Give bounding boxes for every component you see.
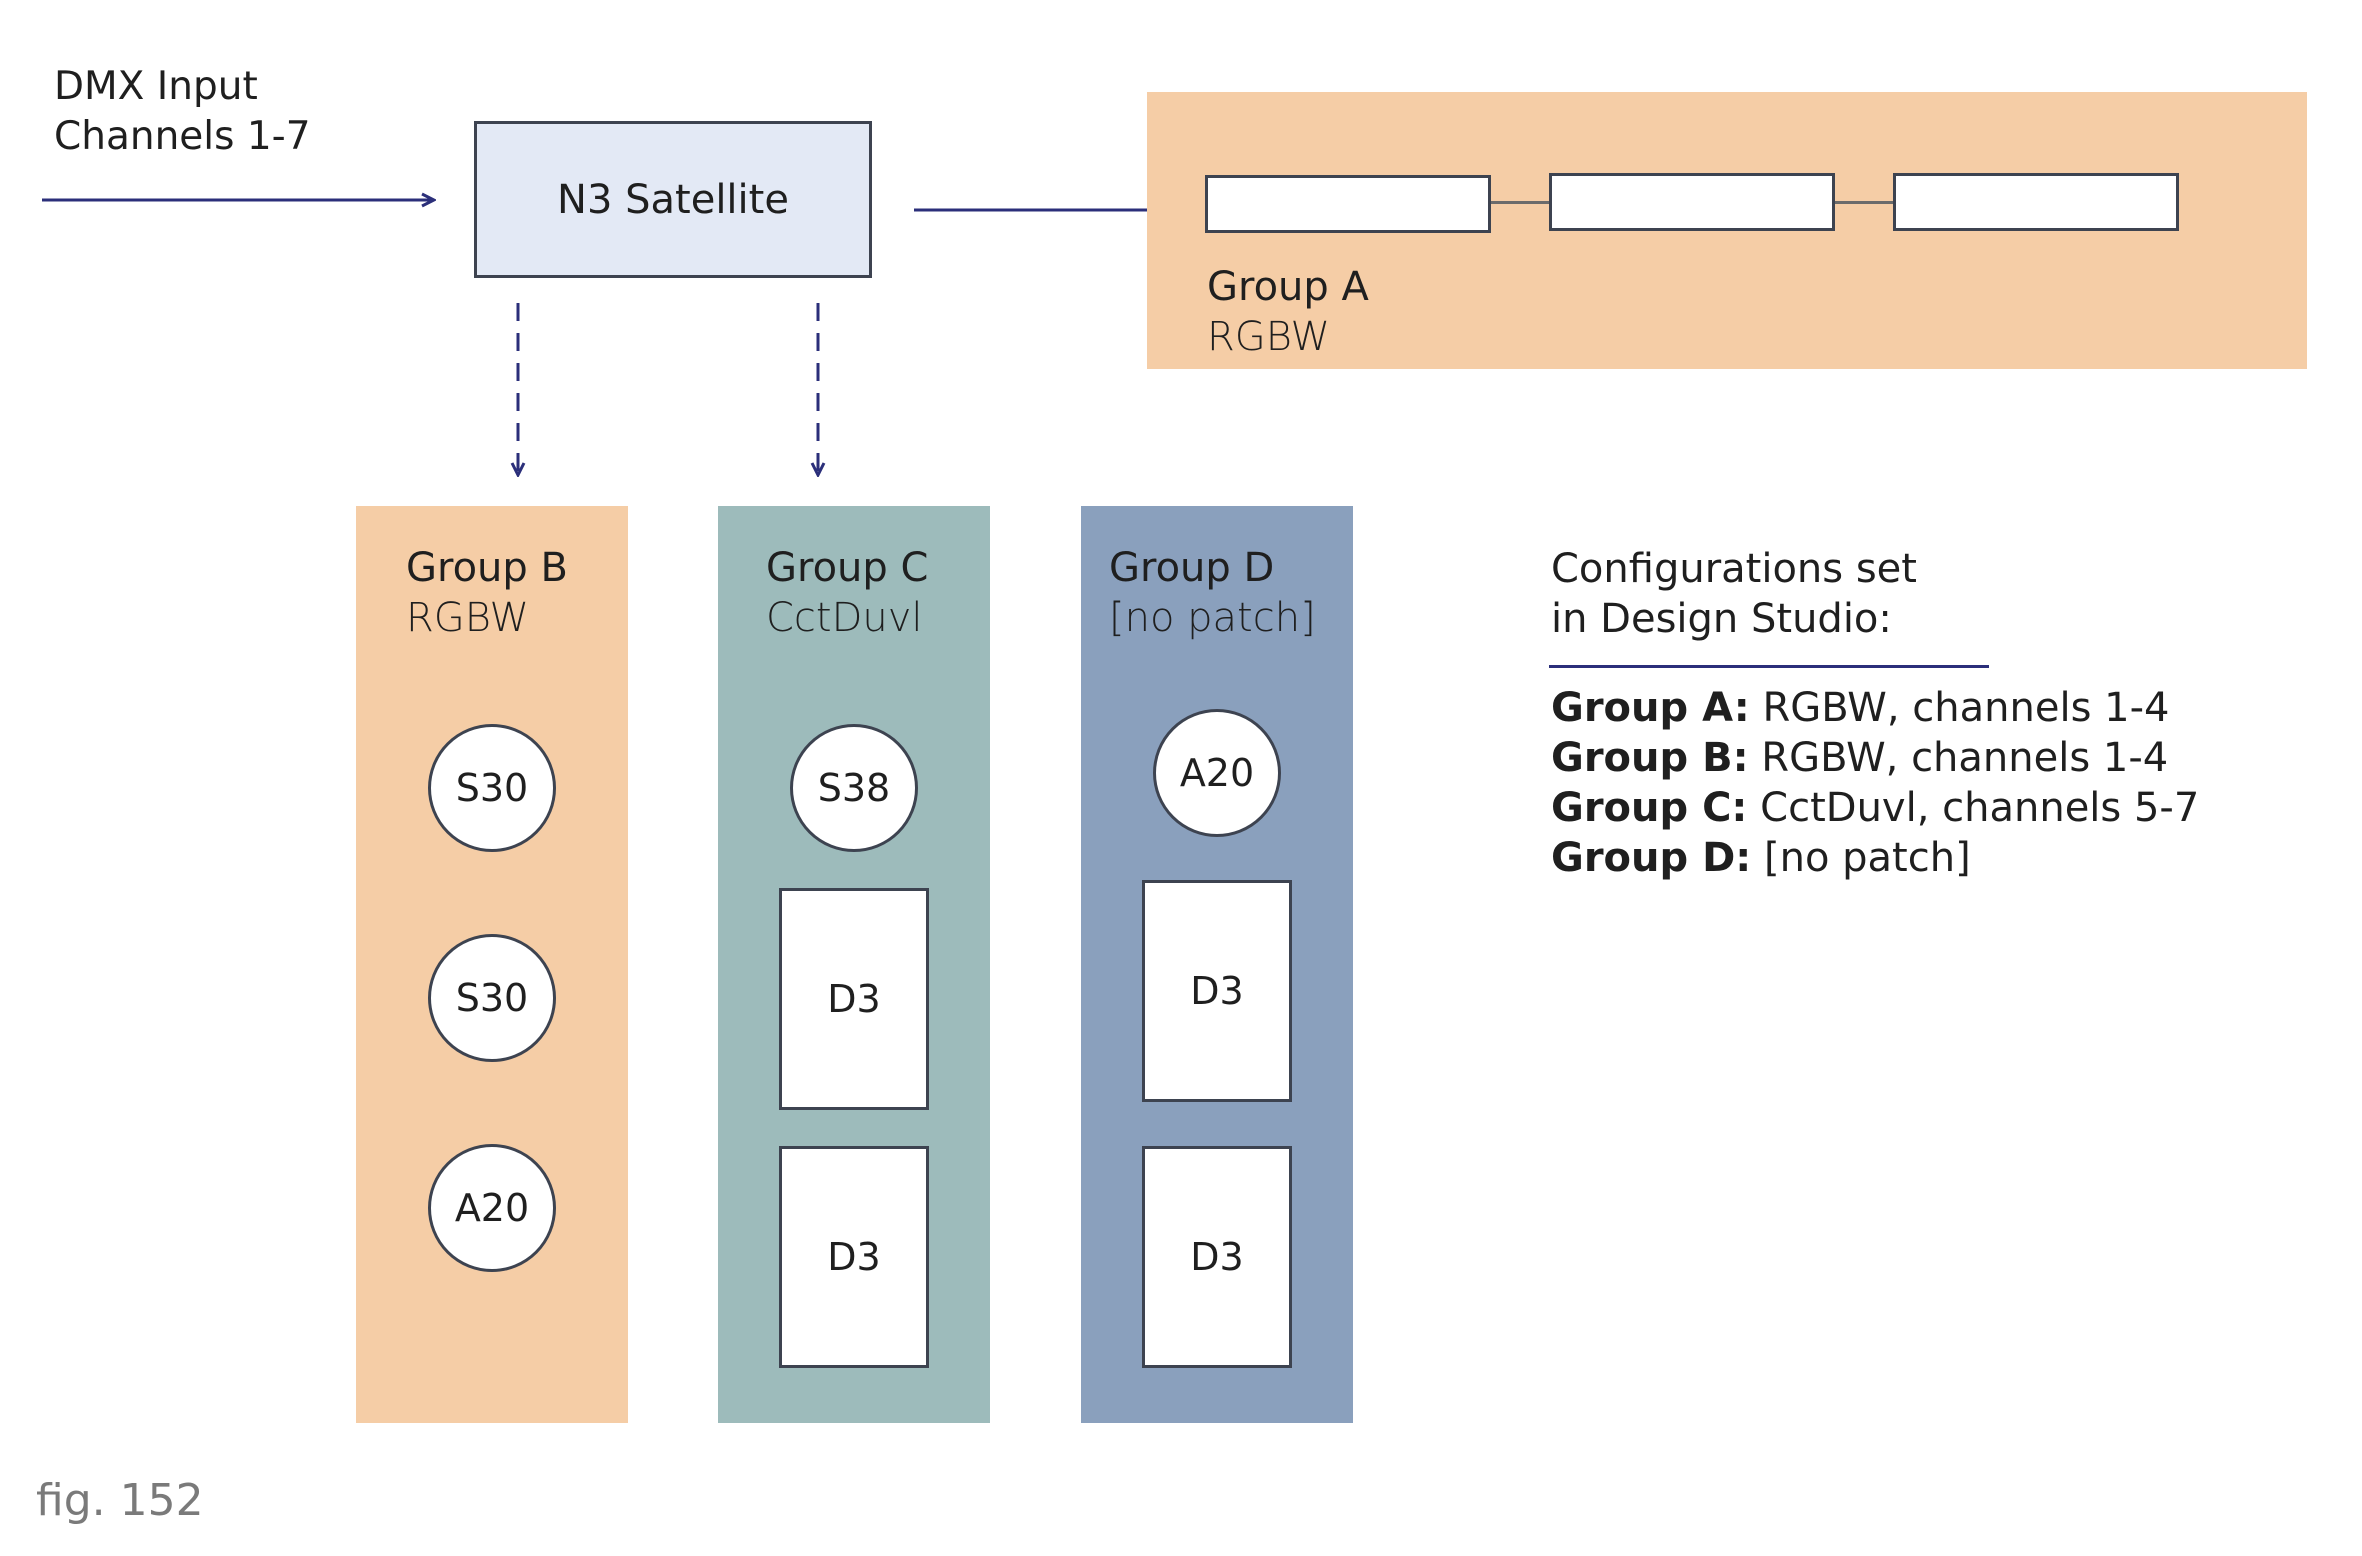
fixture-s30: S30 xyxy=(428,934,556,1062)
group-c-subtitle: CctDuvl xyxy=(766,595,923,641)
group-a-strip-1 xyxy=(1205,175,1491,233)
fixture-label: A20 xyxy=(454,1186,530,1230)
config-row-key: Group B: xyxy=(1551,735,1749,781)
fixture-label: D3 xyxy=(827,977,881,1021)
fixture-label: D3 xyxy=(1190,969,1244,1013)
config-row-key: Group C: xyxy=(1551,785,1748,831)
fixture-d3: D3 xyxy=(779,1146,929,1368)
config-row-key: Group D: xyxy=(1551,835,1752,881)
fixture-label: S30 xyxy=(455,976,529,1020)
config-row-group-a: Group A: RGBW, channels 1-4 xyxy=(1551,683,2169,733)
group-a-connector-2 xyxy=(1835,201,1893,204)
config-row-key: Group A: xyxy=(1551,685,1750,731)
group-b-subtitle: RGBW xyxy=(406,595,530,641)
config-row-group-d: Group D: [no patch] xyxy=(1551,833,1971,883)
fixture-d3: D3 xyxy=(1142,880,1292,1102)
group-b-panel: Group B RGBW S30 S30 A20 xyxy=(356,506,628,1423)
config-row-value: CctDuvl, channels 5-7 xyxy=(1760,785,2200,831)
group-a-subtitle: RGBW xyxy=(1207,314,1331,360)
group-a-strip-2 xyxy=(1549,173,1835,231)
fixture-a20: A20 xyxy=(428,1144,556,1272)
fixture-label: D3 xyxy=(1190,1235,1244,1279)
group-d-subtitle: [no patch] xyxy=(1109,595,1316,641)
group-c-panel: Group C CctDuvl S38 D3 D3 xyxy=(718,506,990,1423)
group-a-connector-1 xyxy=(1491,201,1549,204)
config-row-value: RGBW, channels 1-4 xyxy=(1761,735,2169,781)
group-a-panel: Group A RGBW xyxy=(1147,92,2307,369)
fixture-d3: D3 xyxy=(1142,1146,1292,1368)
dmx-input-label: DMX Input xyxy=(54,64,258,109)
group-d-title: Group D xyxy=(1109,545,1275,591)
fixture-d3: D3 xyxy=(779,888,929,1110)
fixture-s30: S30 xyxy=(428,724,556,852)
n3-satellite-label: N3 Satellite xyxy=(557,176,789,223)
group-a-title: Group A xyxy=(1207,264,1369,310)
fixture-s38: S38 xyxy=(790,724,918,852)
group-a-strip-3 xyxy=(1893,173,2179,231)
fixture-label: A20 xyxy=(1179,751,1255,795)
group-c-title: Group C xyxy=(766,545,929,591)
fixture-label: S38 xyxy=(817,766,891,810)
config-row-group-b: Group B: RGBW, channels 1-4 xyxy=(1551,733,2168,783)
config-heading-line2: in Design Studio: xyxy=(1551,596,1892,642)
fixture-label: S30 xyxy=(455,766,529,810)
n3-satellite-node: N3 Satellite xyxy=(474,121,872,278)
config-row-value: RGBW, channels 1-4 xyxy=(1762,685,2170,731)
group-d-panel: Group D [no patch] A20 D3 D3 xyxy=(1081,506,1353,1423)
fixture-a20: A20 xyxy=(1153,709,1281,837)
config-heading-line1: Configurations set xyxy=(1551,546,1917,592)
config-row-value: [no patch] xyxy=(1764,835,1971,881)
figure-label: fig. 152 xyxy=(36,1475,204,1526)
fixture-label: D3 xyxy=(827,1235,881,1279)
dmx-channels-label: Channels 1-7 xyxy=(54,114,311,159)
group-b-title: Group B xyxy=(406,545,568,591)
config-divider xyxy=(1549,665,1989,668)
config-row-group-c: Group C: CctDuvl, channels 5-7 xyxy=(1551,783,2199,833)
